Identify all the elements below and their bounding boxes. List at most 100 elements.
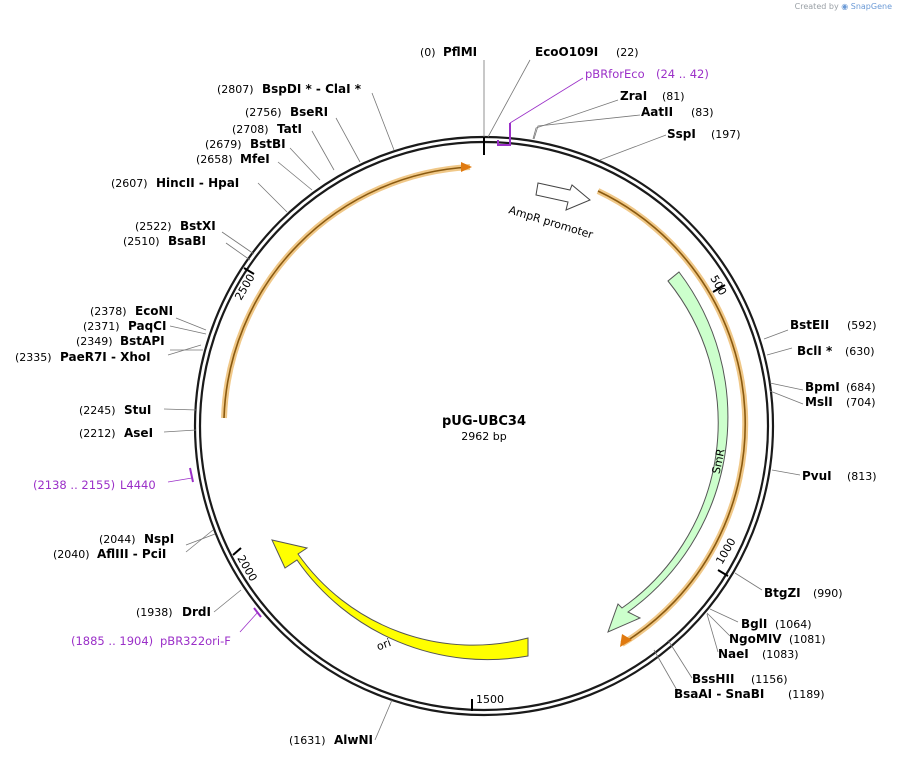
plasmid-size: 2962 bp <box>461 430 506 443</box>
enzyme-pos-mfei: (2658) <box>196 153 233 166</box>
enzyme-name-paqci[interactable]: PaqCI <box>128 319 166 333</box>
primer-pbr322ori-name[interactable]: pBR322ori-F <box>160 634 231 648</box>
enzyme-pos-econi: (2378) <box>90 305 127 318</box>
feature-ori-arrow[interactable] <box>271 539 529 661</box>
enzyme-pos-tati: (2708) <box>232 123 269 136</box>
enzyme-name-naei[interactable]: NaeI <box>718 647 749 661</box>
enzyme-name-sspi[interactable]: SspI <box>667 127 696 141</box>
enzyme-labels: (0) PflMI EcoO109I (22) pBRforEco (24 ..… <box>15 45 877 747</box>
enzyme-pos-paqci: (2371) <box>83 320 120 333</box>
orf-left-arc <box>223 166 471 419</box>
enzyme-name-ecoo109i[interactable]: EcoO109I <box>535 45 598 59</box>
enzyme-name-alwni[interactable]: AlwNI <box>334 733 373 747</box>
enzyme-name-afliii-pcii[interactable]: AflIII - PciI <box>97 547 166 561</box>
primer-l4440-leader <box>167 477 193 483</box>
enzyme-name-bsteii[interactable]: BstEII <box>790 318 829 332</box>
enzyme-pos-asei: (2212) <box>79 427 116 440</box>
primer-l4440-name[interactable]: L4440 <box>120 478 156 492</box>
enzyme-pos-bstbi: (2679) <box>205 138 242 151</box>
feature-ori-label: ori <box>375 636 393 653</box>
enzyme-name-econi[interactable]: EcoNI <box>135 304 173 318</box>
enzyme-leader-lines <box>163 59 804 741</box>
enzyme-pos-alwni: (1631) <box>289 734 326 747</box>
primer-l4440-range: (2138 .. 2155) <box>33 478 115 492</box>
enzyme-pos-hincii-hpai: (2607) <box>111 177 148 190</box>
primer-pbr322ori-leader <box>239 611 259 633</box>
enzyme-name-asei[interactable]: AseI <box>124 426 153 440</box>
enzyme-name-zrai[interactable]: ZraI <box>620 89 647 103</box>
credit-brand: SnapGene <box>850 2 892 11</box>
credit-prefix: Created by <box>794 2 839 11</box>
enzyme-pos-bspdi-clai: (2807) <box>217 83 254 96</box>
tick-2500 <box>243 267 255 275</box>
enzyme-pos-naei: (1083) <box>762 648 799 661</box>
enzyme-name-msli[interactable]: MslI <box>805 395 833 409</box>
primer-pbrforeco-name[interactable]: pBRforEco <box>585 67 645 81</box>
enzyme-name-pvui[interactable]: PvuI <box>802 469 832 483</box>
enzyme-name-bcli[interactable]: BclI * <box>797 344 833 358</box>
enzyme-pos-aatii: (83) <box>691 106 714 119</box>
enzyme-name-bseri[interactable]: BseRI <box>290 105 328 119</box>
tick-2000 <box>232 547 242 556</box>
feature-smr-label: SmR <box>710 447 728 475</box>
enzyme-name-bpmi[interactable]: BpmI <box>805 380 840 394</box>
snapgene-logo: ◉ SnapGene <box>841 2 892 11</box>
enzyme-name-stui[interactable]: StuI <box>124 403 151 417</box>
enzyme-name-bstapi[interactable]: BstAPI <box>120 334 165 348</box>
tick-500 <box>712 284 726 293</box>
enzyme-name-drdi[interactable]: DrdI <box>182 605 211 619</box>
enzyme-name-hincii-hpai[interactable]: HincII - HpaI <box>156 176 239 190</box>
enzyme-name-paer7i-xhoi[interactable]: PaeR7I - XhoI <box>60 350 151 364</box>
enzyme-pos-pvui: (813) <box>847 470 877 483</box>
orf-right-arc <box>597 190 747 645</box>
primer-l4440-mark <box>189 467 194 483</box>
enzyme-name-tati[interactable]: TatI <box>277 122 302 136</box>
enzyme-name-btgzi[interactable]: BtgZI <box>764 586 801 600</box>
orf-right-arrowhead <box>620 634 632 647</box>
enzyme-pos-bseri: (2756) <box>245 106 282 119</box>
enzyme-pos-bstxi: (2522) <box>135 220 172 233</box>
enzyme-pos-afliii-pcii: (2040) <box>53 548 90 561</box>
feature-ampr-promoter-label: AmpR promoter <box>507 203 595 241</box>
enzyme-name-bgli[interactable]: BglI <box>741 617 767 631</box>
feature-smr-arrow[interactable] <box>607 271 729 633</box>
enzyme-pos-paer7i-xhoi: (2335) <box>15 351 52 364</box>
enzyme-pos-drdi: (1938) <box>136 606 173 619</box>
enzyme-pos-bsshii: (1156) <box>751 673 788 686</box>
enzyme-name-pflmi[interactable]: PflMI <box>443 45 477 59</box>
enzyme-name-ngomiv[interactable]: NgoMIV <box>729 632 782 646</box>
enzyme-pos-bgli: (1064) <box>775 618 812 631</box>
enzyme-name-bsshii[interactable]: BssHII <box>692 672 734 686</box>
enzyme-name-bstxi[interactable]: BstXI <box>180 219 216 233</box>
plasmid-name: pUG-UBC34 <box>442 414 526 429</box>
feature-ampr-promoter-arrow[interactable] <box>535 182 591 211</box>
enzyme-pos-pflmi: (0) <box>420 46 436 59</box>
enzyme-pos-sspi: (197) <box>711 128 741 141</box>
enzyme-name-bsaai-snabi[interactable]: BsaAI - SnaBI <box>674 687 764 701</box>
snapgene-credit: Created by ◉ SnapGene <box>795 2 892 11</box>
enzyme-name-mfei[interactable]: MfeI <box>240 152 270 166</box>
enzyme-name-nspi[interactable]: NspI <box>144 532 174 546</box>
enzyme-pos-zrai: (81) <box>662 90 685 103</box>
primer-pbrforeco-range: (24 .. 42) <box>656 67 709 81</box>
enzyme-pos-nspi: (2044) <box>99 533 136 546</box>
enzyme-pos-btgzi: (990) <box>813 587 843 600</box>
primer-markers <box>167 77 584 633</box>
enzyme-pos-bstapi: (2349) <box>76 335 113 348</box>
enzyme-pos-bsabi: (2510) <box>123 235 160 248</box>
orf-arrows <box>221 162 749 647</box>
enzyme-name-bsabi[interactable]: BsaBI <box>168 234 206 248</box>
enzyme-pos-bsteii: (592) <box>847 319 877 332</box>
tick-1000 <box>717 569 729 577</box>
enzyme-pos-msli: (704) <box>846 396 876 409</box>
primer-pbrforeco-leader <box>509 77 584 124</box>
tick-label-1500: 1500 <box>476 693 504 706</box>
enzyme-name-bstbi[interactable]: BstBI <box>250 137 286 151</box>
enzyme-pos-bsaai-snabi: (1189) <box>788 688 825 701</box>
enzyme-pos-bpmi: (684) <box>846 381 876 394</box>
enzyme-pos-ngomiv: (1081) <box>789 633 826 646</box>
enzyme-name-aatii[interactable]: AatII <box>641 105 673 119</box>
enzyme-name-bspdi-clai[interactable]: BspDI * - ClaI * <box>262 82 362 96</box>
